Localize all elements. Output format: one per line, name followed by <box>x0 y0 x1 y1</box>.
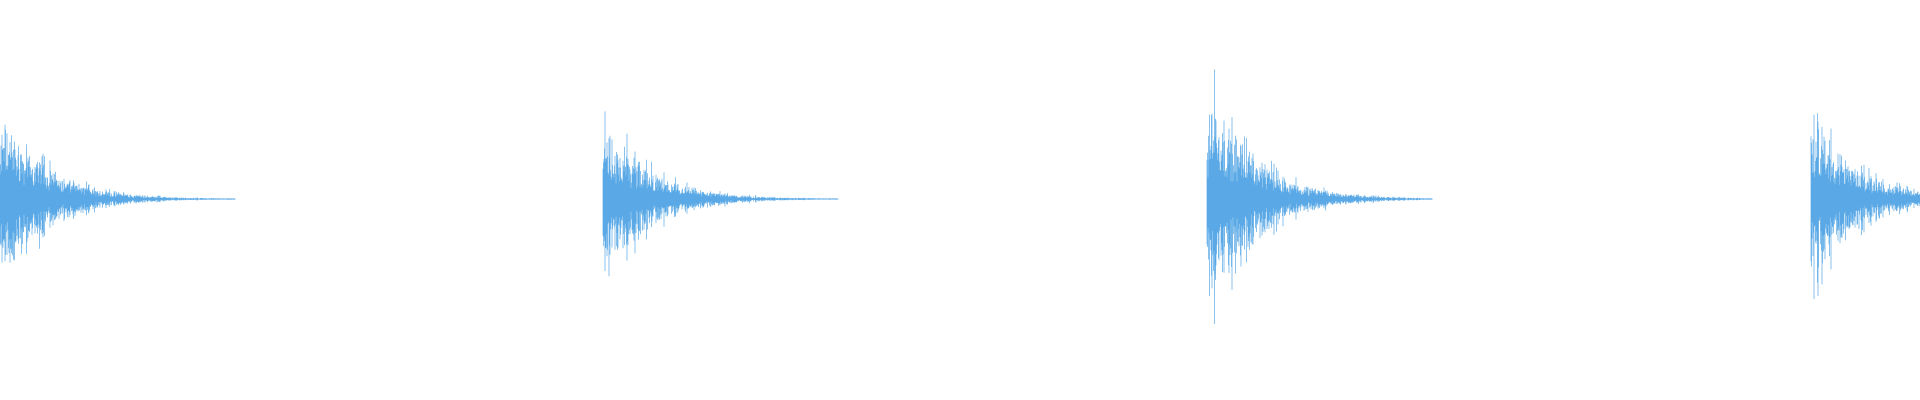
waveform-burst <box>602 111 839 277</box>
waveform-burst <box>1206 69 1433 324</box>
waveform-trace <box>1206 69 1433 324</box>
waveform-burst <box>0 124 236 263</box>
waveform-burst <box>1810 113 1920 299</box>
waveform-trace <box>1810 113 1920 299</box>
waveform-trace <box>602 111 839 277</box>
waveform-trace <box>0 124 236 263</box>
